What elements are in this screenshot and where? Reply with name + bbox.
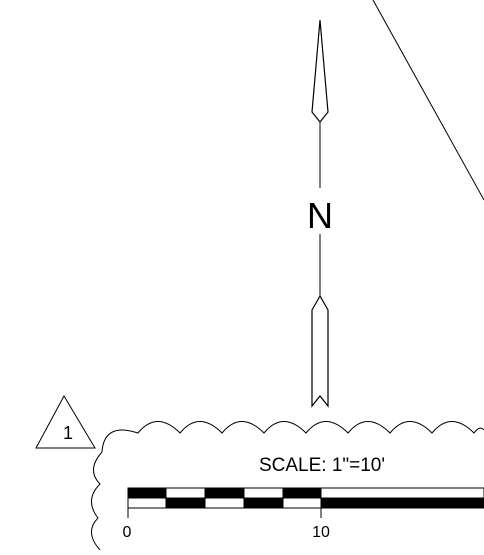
revision-cloud-top: [101, 421, 484, 453]
boundary-line: [372, 0, 484, 201]
scale-tick-label-0: 0: [123, 524, 132, 541]
revision-cloud: [91, 421, 484, 551]
scale-segment: [204, 487, 245, 499]
north-arrow-tail: [311, 294, 329, 408]
revision-cloud-left: [91, 451, 103, 551]
north-label: N: [307, 195, 333, 236]
scale-tick-label-10: 10: [312, 524, 330, 541]
revision-number: 1: [63, 423, 73, 443]
scale-segment: [282, 487, 322, 499]
revision-triangle: [35, 394, 96, 449]
scale-bar: 0 10: [123, 487, 484, 541]
scale-segment: [127, 487, 167, 499]
north-arrow-icon: N: [307, 19, 333, 408]
scale-label: SCALE: 1"=10': [259, 455, 385, 476]
north-arrow-head: [311, 19, 329, 123]
scale-segment: [165, 497, 206, 509]
revision-triangle-icon: 1: [35, 394, 96, 449]
scale-segment-long: [320, 497, 484, 509]
scale-segment: [243, 497, 284, 509]
